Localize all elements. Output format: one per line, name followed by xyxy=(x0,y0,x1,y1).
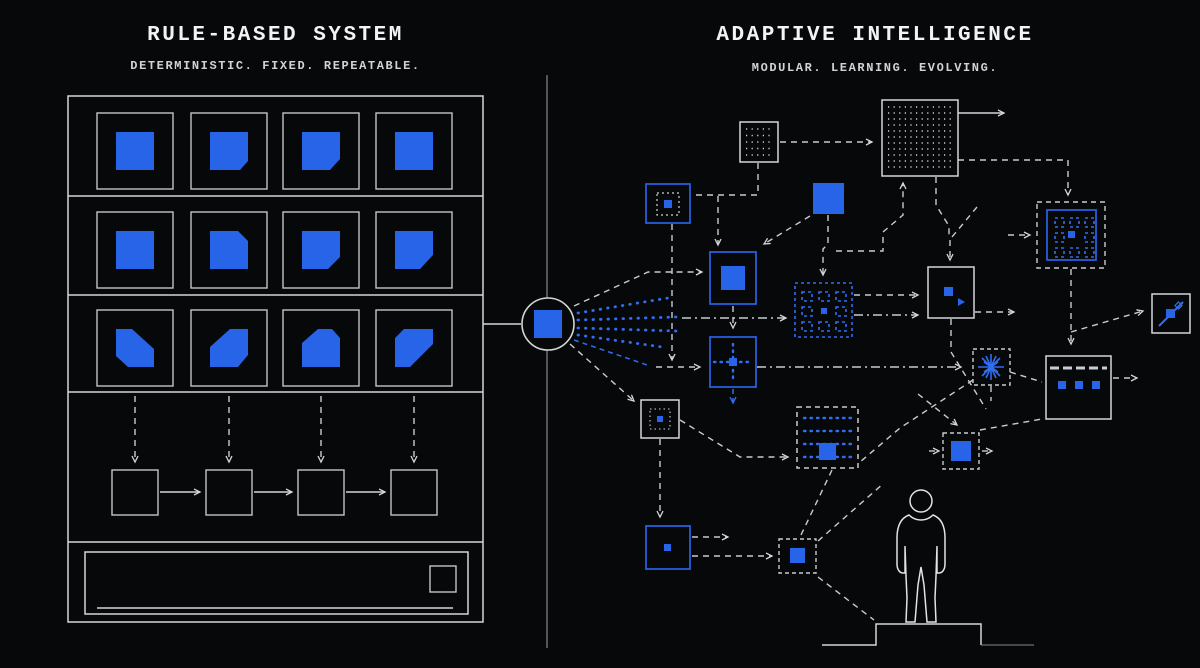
dot-grid-large xyxy=(881,99,959,177)
grid-cell xyxy=(190,211,268,289)
network-connectors xyxy=(569,113,1143,621)
rule-output-bar xyxy=(84,551,469,615)
blue-token xyxy=(302,132,340,170)
right-panel-title: ADAPTIVE INTELLIGENCE xyxy=(716,24,1034,47)
starburst-module xyxy=(972,348,1011,386)
probe-module xyxy=(927,266,975,319)
io-circle-node xyxy=(521,297,575,351)
console-module xyxy=(1045,355,1112,420)
grid-cell xyxy=(96,211,174,289)
dotted-cross-module xyxy=(709,336,757,388)
grid-cell xyxy=(282,309,360,387)
dotted-frame-module xyxy=(640,399,680,439)
matrix-core-module xyxy=(796,406,859,469)
blue-core-module xyxy=(709,251,757,305)
status-square xyxy=(429,565,457,593)
blue-solid-square xyxy=(813,183,844,214)
podium-steps xyxy=(822,623,1034,646)
grid-cell xyxy=(190,112,268,190)
grid-cell xyxy=(375,309,453,387)
left-panel-subtitle: DETERMINISTIC. FIXED. REPEATABLE. xyxy=(130,59,421,73)
blue-token xyxy=(210,231,248,269)
pipeline-step xyxy=(111,469,159,516)
pipeline-step xyxy=(390,469,438,516)
blue-token xyxy=(302,231,340,269)
dot-grid-small xyxy=(739,121,779,163)
blue-token xyxy=(210,132,248,170)
link-diagonal-module xyxy=(1151,293,1191,334)
pipeline-step xyxy=(205,469,253,516)
pipeline-step xyxy=(297,469,345,516)
human-figure xyxy=(896,489,946,623)
framed-blue-module xyxy=(1036,201,1106,269)
rule-grid xyxy=(96,112,453,387)
blue-token xyxy=(116,231,154,269)
dashed-matrix-module xyxy=(794,282,853,338)
grid-cell xyxy=(282,211,360,289)
grid-cell xyxy=(96,309,174,387)
rule-based-system-frame xyxy=(67,95,484,623)
grid-cell xyxy=(190,309,268,387)
blue-dot-box xyxy=(645,525,691,570)
dashed-core-box-2 xyxy=(942,432,980,470)
rule-pipeline xyxy=(111,396,438,516)
left-panel-title: RULE-BASED SYSTEM xyxy=(147,24,404,47)
right-panel-subtitle: MODULAR. LEARNING. EVOLVING. xyxy=(751,61,999,75)
blue-token xyxy=(395,132,433,170)
dashed-core-box xyxy=(778,538,817,574)
blue-chip-module xyxy=(645,183,691,224)
grid-cell xyxy=(282,112,360,190)
grid-cell xyxy=(375,112,453,190)
blue-token xyxy=(116,132,154,170)
grid-cell xyxy=(96,112,174,190)
grid-cell xyxy=(375,211,453,289)
